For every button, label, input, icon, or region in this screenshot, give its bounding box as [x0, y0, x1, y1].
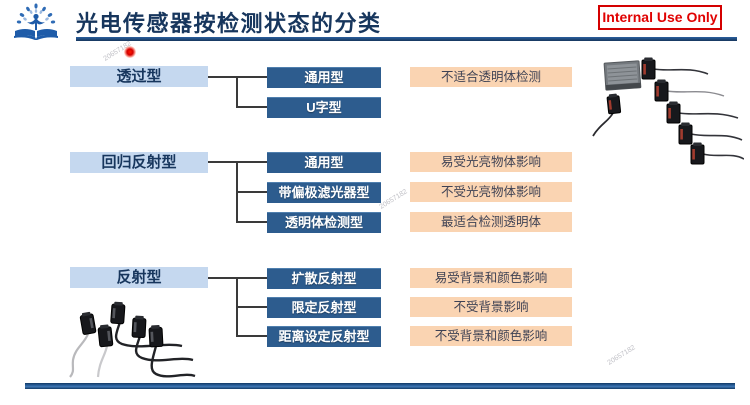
connector-line: [236, 306, 267, 308]
page-title: 光电传感器按检测状态的分类: [76, 11, 382, 36]
connector-line: [236, 335, 267, 337]
tree-book-logo-icon: [14, 3, 58, 40]
compact-sensors-photo: [69, 301, 196, 378]
note-box: 不受背景影响: [410, 297, 572, 317]
child-box-general: 通用型: [267, 67, 381, 88]
connector-line: [236, 76, 238, 107]
note-box: 易受背景和颜色影响: [410, 268, 572, 288]
child-box-polarizing-filter: 带偏极滤光器型: [267, 182, 381, 203]
child-box-u-shape: U字型: [267, 97, 381, 118]
child-box-transparent-detect: 透明体检测型: [267, 212, 381, 233]
parent-box-retroreflective: 回归反射型: [70, 152, 208, 173]
connector-line: [236, 106, 267, 108]
connector-line: [236, 191, 267, 193]
parent-box-through-beam: 透过型: [70, 66, 208, 87]
watermark-text: 20657182: [606, 344, 637, 367]
note-box: 易受光亮物体影响: [410, 152, 572, 172]
laser-pointer-dot: [124, 46, 136, 58]
child-box-distance-set-reflective: 距离设定反射型: [267, 326, 381, 347]
watermark-text: 20657182: [378, 188, 409, 211]
bottom-accent-bar: [25, 383, 735, 389]
note-box: 不适合透明体检测: [410, 67, 572, 87]
title-underline: [76, 37, 737, 41]
child-box-diffuse-reflective: 扩散反射型: [267, 268, 381, 289]
retroreflective-sensors-photo: [592, 57, 744, 165]
connector-line: [236, 221, 267, 223]
child-box-limited-reflective: 限定反射型: [267, 297, 381, 318]
note-box: 最适合检测透明体: [410, 212, 572, 232]
child-box-general: 通用型: [267, 152, 381, 173]
internal-use-only-badge: Internal Use Only: [598, 5, 722, 30]
parent-box-reflective: 反射型: [70, 267, 208, 288]
note-box: 不受背景和颜色影响: [410, 326, 572, 346]
note-box: 不受光亮物体影响: [410, 182, 572, 202]
